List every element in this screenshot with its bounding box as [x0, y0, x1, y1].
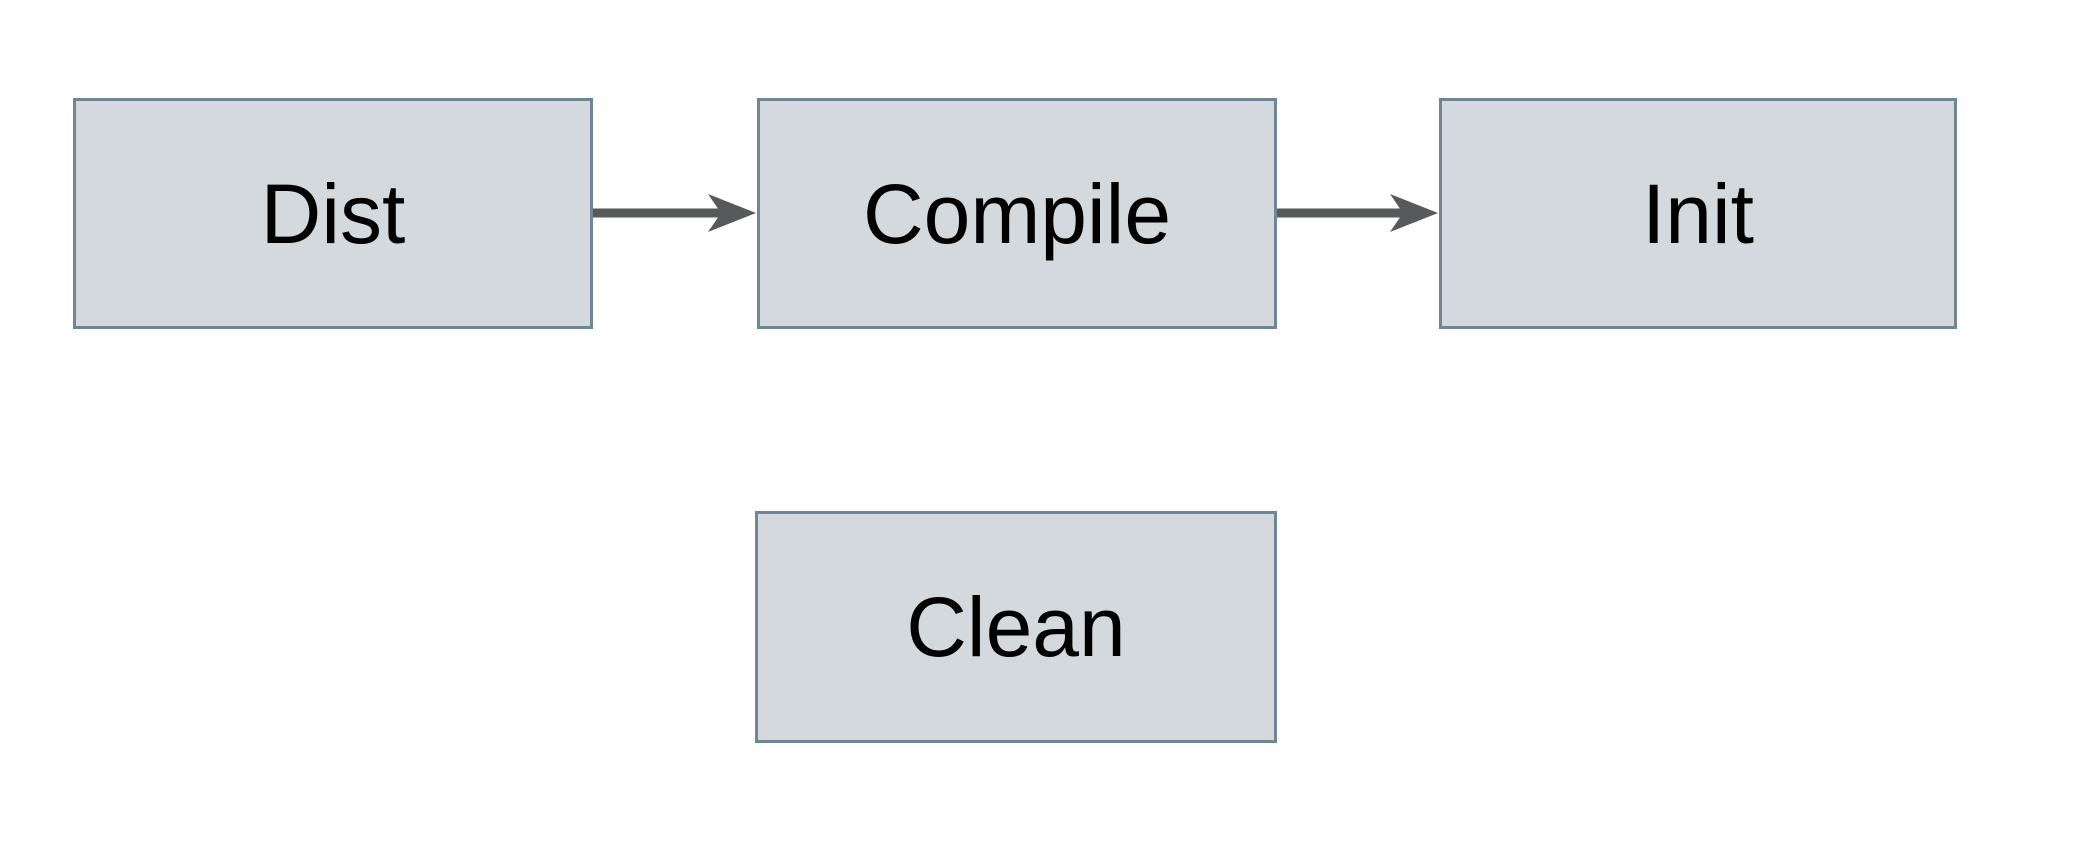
node-dist-label: Dist	[260, 166, 406, 261]
node-clean-label: Clean	[906, 580, 1126, 674]
node-init[interactable]: Init	[1439, 98, 1957, 329]
arrow-dist-to-compile	[593, 194, 756, 232]
node-compile[interactable]: Compile	[757, 98, 1277, 329]
node-dist[interactable]: Dist	[73, 98, 593, 329]
node-clean[interactable]: Clean	[755, 511, 1277, 743]
arrow-compile-to-init-head	[1390, 194, 1438, 232]
node-init-label: Init	[1641, 166, 1755, 261]
arrow-compile-to-init	[1277, 194, 1438, 232]
arrow-dist-to-compile-head	[708, 194, 756, 232]
node-compile-label: Compile	[862, 166, 1172, 261]
